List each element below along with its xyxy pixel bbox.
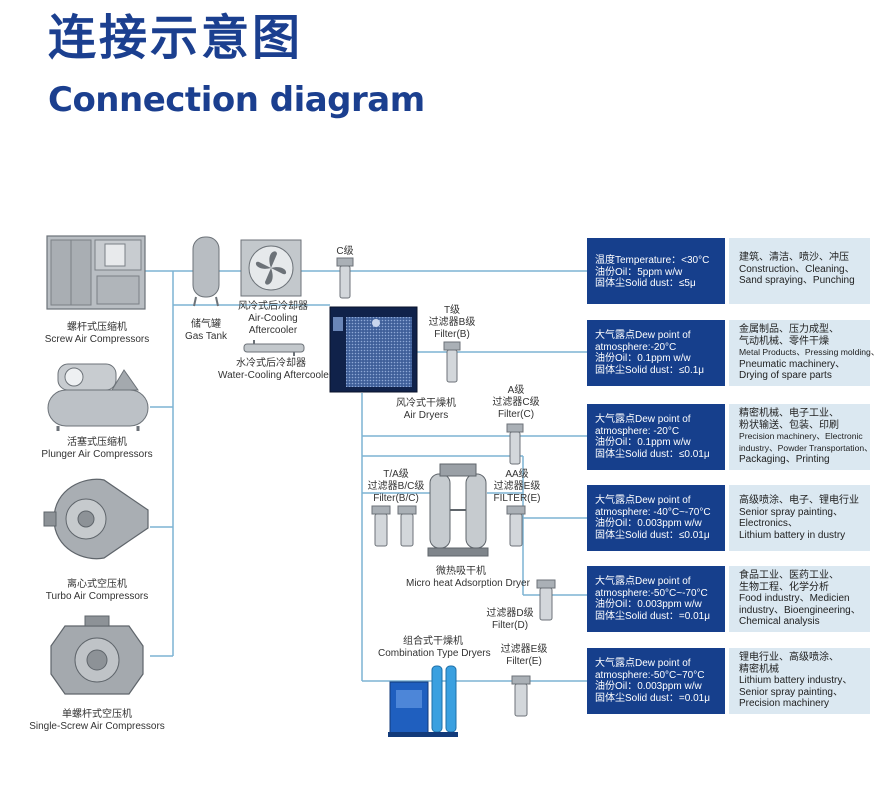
adsorption-dryer-icon bbox=[427, 463, 489, 557]
water-aftercooler-icon bbox=[243, 340, 305, 356]
filter-ta-icon bbox=[371, 505, 417, 547]
filter-c-label: C级 bbox=[336, 246, 354, 257]
air-dryer-icon bbox=[329, 306, 418, 393]
filter-a-icon bbox=[506, 423, 524, 465]
plunger-compressor-icon bbox=[47, 363, 149, 431]
filter-t-icon bbox=[443, 341, 461, 383]
page-title-cn: 连接示意图 bbox=[48, 10, 304, 66]
filter-aa-icon bbox=[506, 505, 526, 547]
filter-d-icon bbox=[536, 579, 556, 621]
turbo-compressor-icon bbox=[43, 478, 149, 560]
page-title-en: Connection diagram bbox=[48, 80, 425, 120]
fan-aftercooler-icon bbox=[240, 239, 302, 297]
single-screw-compressor-icon bbox=[50, 615, 144, 695]
filter-e-icon bbox=[511, 675, 531, 717]
filter-c-icon bbox=[336, 257, 354, 299]
gas-tank-icon bbox=[192, 236, 220, 307]
combination-dryer-icon bbox=[388, 665, 458, 737]
screw-compressor-icon bbox=[46, 235, 146, 310]
